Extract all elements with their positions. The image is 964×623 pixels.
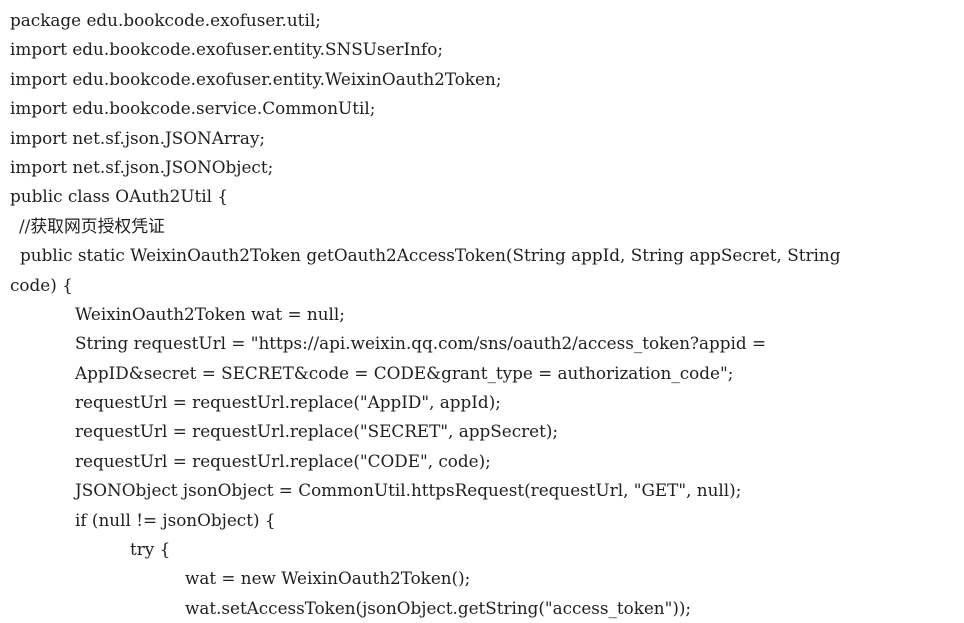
code-line: String requestUrl = "https://api.weixin.… (75, 333, 767, 354)
code-line: try { (130, 539, 171, 560)
code-comment: //获取网页授权凭证 (19, 215, 165, 236)
class-declaration: public class OAuth2Util { (10, 186, 229, 207)
code-listing: package edu.bookcode.exofuser.util; impo… (0, 6, 964, 620)
import-statement: import net.sf.json.JSONObject; (10, 156, 274, 177)
code-line: wat = new WeixinOauth2Token(); (185, 568, 471, 589)
code-line: wat.setAccessToken(jsonObject.getString(… (185, 597, 692, 618)
code-line: requestUrl = requestUrl.replace("AppID",… (75, 392, 501, 413)
method-signature: public static WeixinOauth2Token getOauth… (20, 245, 841, 266)
import-statement: import edu.bookcode.service.CommonUtil; (10, 98, 376, 119)
code-line: WeixinOauth2Token wat = null; (75, 303, 345, 324)
package-declaration: package edu.bookcode.exofuser.util; (10, 10, 321, 30)
import-statement: import edu.bookcode.exofuser.entity.SNSU… (10, 39, 444, 60)
code-line: JSONObject jsonObject = CommonUtil.https… (75, 480, 742, 501)
code-line: AppID&secret = SECRET&code = CODE&grant_… (75, 362, 734, 383)
method-signature-continuation: code) { (10, 274, 73, 295)
code-line: requestUrl = requestUrl.replace("CODE", … (75, 450, 491, 471)
import-statement: import net.sf.json.JSONArray; (10, 127, 266, 148)
import-statement: import edu.bookcode.exofuser.entity.Weix… (10, 68, 502, 89)
code-line: requestUrl = requestUrl.replace("SECRET"… (75, 421, 559, 442)
code-line: if (null != jsonObject) { (75, 509, 276, 530)
